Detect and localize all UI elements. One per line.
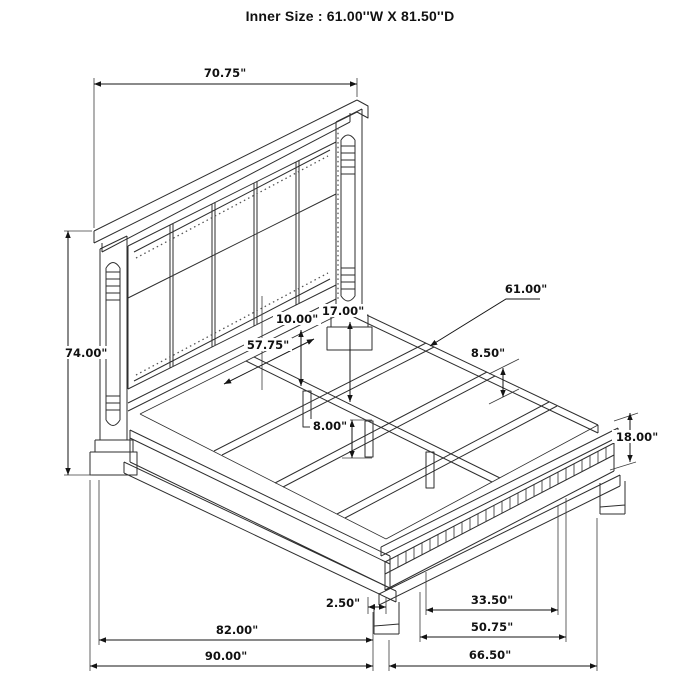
dim-inner-width: 61.00": [429, 282, 547, 347]
footboard-dentil-molding: [389, 447, 607, 571]
dim-overall-width: 66.50": [388, 518, 598, 671]
page-title: Inner Size : 61.00''W X 81.50''D: [245, 8, 455, 24]
dim-inner-width-label: 61.00": [505, 282, 547, 296]
far-side-rail: [351, 307, 599, 434]
dim-side-rail-length-label: 82.00": [216, 623, 258, 637]
headboard-panel-frame: [127, 141, 337, 390]
slats: [213, 342, 558, 519]
dim-panel-to-slat-label: 10.00": [276, 312, 318, 326]
headboard-left-column: [105, 262, 121, 426]
dim-headboard-width: 70.75": [93, 66, 358, 228]
bed-base: [123, 307, 599, 603]
dim-footboard-height-label: 18.00": [616, 430, 658, 444]
dim-side-rail-length: 82.00": [98, 480, 374, 671]
dim-footboard-height: 18.00": [609, 412, 662, 471]
dimension-annotations: 70.75" 74.00" 61.00" 10.00": [62, 66, 662, 671]
dim-center-leg-height: 8.00": [310, 419, 372, 459]
footboard: [373, 427, 626, 635]
dim-headboard-height: 74.00": [62, 230, 114, 476]
dim-overall-length-label: 90.00": [205, 649, 247, 663]
footboard-legs: [373, 481, 626, 635]
headboard-right-column: [340, 134, 356, 302]
dim-overall-length: 90.00": [89, 480, 373, 671]
dim-panel-to-rail-label: 17.00": [322, 304, 364, 318]
dim-slat-spacing-label: 8.50": [471, 346, 505, 360]
dim-slat-spacing: 8.50": [468, 346, 520, 405]
dim-panel-to-rail: 17.00": [319, 304, 367, 402]
headboard: [89, 99, 373, 476]
footboard-panel: [378, 427, 621, 606]
headboard-crown: [93, 99, 369, 253]
dim-footboard-leg-inset-label: 2.50": [326, 596, 360, 610]
headboard-panel-dividers: [169, 160, 300, 368]
dim-footboard-leg-inset: 2.50": [322, 596, 387, 614]
side-rail: [123, 429, 397, 603]
headboard-left-post: [89, 235, 138, 476]
dim-headboard-inner-width: 57.75": [223, 338, 315, 385]
dim-headboard-width-label: 70.75": [204, 66, 246, 80]
dim-headboard-height-label: 74.00": [65, 346, 107, 360]
dim-footboard-inner-width: 50.75": [419, 498, 567, 642]
dim-overall-width-label: 66.50": [469, 648, 511, 662]
dim-footboard-inner-width-label: 50.75": [471, 620, 513, 634]
dim-footboard-panel-width-label: 33.50": [471, 593, 513, 607]
dim-headboard-inner-width-label: 57.75": [247, 338, 289, 352]
bed-drawing: [89, 99, 626, 635]
dim-center-leg-height-label: 8.00": [313, 419, 347, 433]
center-rail: [245, 356, 501, 483]
headboard-nailhead-trim: [135, 128, 339, 376]
dim-footboard-panel-width: 33.50": [425, 505, 559, 615]
